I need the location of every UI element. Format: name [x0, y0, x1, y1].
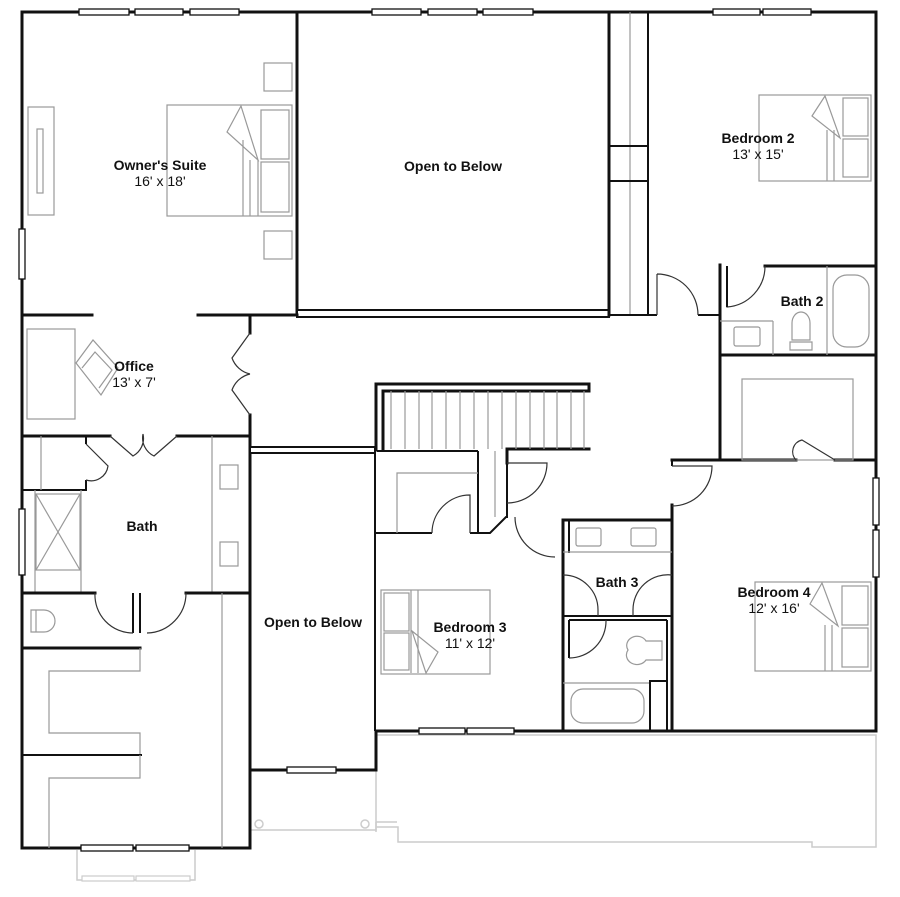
room-name: Open to Below	[264, 614, 362, 630]
room-name: Open to Below	[404, 158, 502, 174]
room-label-open-to-below-upper: Open to Below	[404, 158, 502, 174]
windows	[18, 8, 880, 852]
room-name: Bedroom 4	[737, 584, 811, 600]
room-label-bedroom-4: Bedroom 4 12' x 16'	[737, 584, 810, 616]
doors	[85, 265, 836, 659]
room-dimensions: 16' x 18'	[134, 173, 186, 189]
room-name: Bedroom 3	[433, 619, 507, 635]
room-label-office: Office 13' x 7'	[112, 358, 155, 390]
room-name: Bedroom 2	[721, 130, 795, 146]
room-label-bath-3: Bath 3	[596, 574, 639, 590]
room-name: Bath 3	[595, 574, 639, 590]
fixtures	[26, 62, 872, 724]
room-dimensions: 11' x 12'	[444, 635, 496, 651]
room-label-open-to-below-lower: Open to Below	[264, 614, 362, 630]
room-name: Bath	[126, 518, 158, 534]
room-name: Office	[114, 358, 154, 374]
room-dimensions: 12' x 16'	[748, 600, 800, 616]
stair-treads	[390, 391, 585, 449]
room-label-owners-suite: Owner's Suite 16' x 18'	[114, 157, 207, 189]
room-dimensions: 13' x 15'	[732, 146, 784, 162]
room-dimensions: 13' x 7'	[112, 374, 156, 390]
room-label-bath: Bath	[126, 518, 157, 534]
room-name: Owner's Suite	[113, 157, 207, 173]
room-label-bedroom-2: Bedroom 2 13' x 15'	[721, 130, 794, 162]
lower-level-outline	[76, 734, 877, 882]
interior-walls	[20, 10, 878, 850]
room-label-bath-2: Bath 2	[781, 293, 824, 309]
room-label-bedroom-3: Bedroom 3 11' x 12'	[433, 619, 506, 651]
room-name: Bath 2	[780, 293, 824, 309]
